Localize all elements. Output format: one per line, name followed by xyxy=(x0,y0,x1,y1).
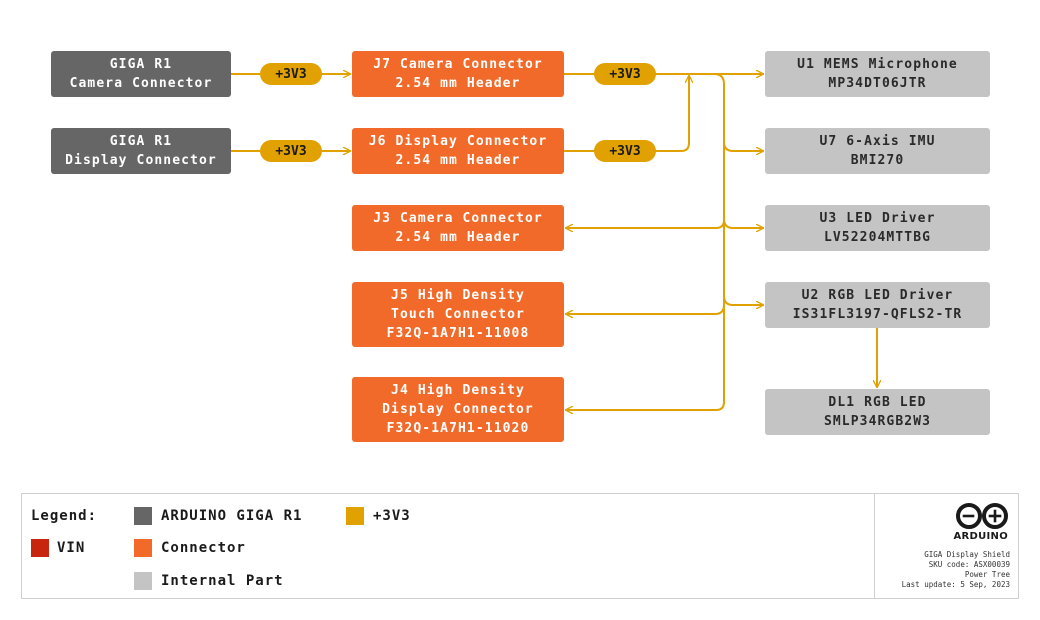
wire-bus-vertical xyxy=(565,73,725,410)
node-label: J4 High Density xyxy=(391,383,525,398)
node-label: J5 High Density xyxy=(391,288,525,303)
wire-bus-to-u3 xyxy=(723,218,764,228)
node-label: DL1 RGB LED xyxy=(828,395,927,410)
wire-bus-to-u2 xyxy=(723,295,764,305)
rail-label-3v3: +3V3 xyxy=(260,63,322,85)
node-j3-camera-connector: J3 Camera Connector 2.54 mm Header xyxy=(352,205,564,251)
sku-code: SKU code: ASX00039 xyxy=(928,560,1010,569)
legend-label-internal: Internal Part xyxy=(161,573,284,589)
rail-label-3v3: +3V3 xyxy=(260,140,322,162)
node-label: GIGA R1 xyxy=(109,57,173,72)
node-label: SMLP34RGB2W3 xyxy=(823,414,932,429)
wire-j6-to-rail xyxy=(563,75,689,152)
node-label: F32Q-1A7H1-11008 xyxy=(386,326,530,341)
rail-label-3v3: +3V3 xyxy=(594,63,656,85)
last-update: Last update: 5 Sep, 2023 xyxy=(901,580,1010,589)
node-label: 2.54 mm Header xyxy=(395,230,521,245)
legend-label-connector: Connector xyxy=(161,540,246,556)
legend-label-3v3: +3V3 xyxy=(373,508,411,524)
node-label: J6 Display Connector xyxy=(368,134,548,149)
node-label: J7 Camera Connector xyxy=(373,57,543,72)
node-label: LV52204MTTBG xyxy=(823,230,932,245)
node-dl1-rgb-led: DL1 RGB LED SMLP34RGB2W3 xyxy=(765,389,990,435)
node-u3-led-driver: U3 LED Driver LV52204MTTBG xyxy=(765,205,990,251)
legend-swatch-internal xyxy=(134,572,152,590)
node-label: Display Connector xyxy=(65,153,217,168)
brand-wordmark: ARDUINO xyxy=(953,531,1008,542)
node-j4-display-connector: J4 High Density Display Connector F32Q-1… xyxy=(352,377,564,442)
node-label: U3 LED Driver xyxy=(819,211,936,226)
wire-bus-to-j3 xyxy=(565,219,725,228)
node-j7-camera-connector: J7 Camera Connector 2.54 mm Header xyxy=(352,51,564,97)
wire-bus-to-j5 xyxy=(565,304,725,314)
node-label: MP34DT06JTR xyxy=(828,76,927,91)
node-j5-touch-connector: J5 High Density Touch Connector F32Q-1A7… xyxy=(352,282,564,347)
legend-title: Legend: xyxy=(31,508,98,524)
document-title: Power Tree xyxy=(964,570,1010,579)
node-label: GIGA R1 xyxy=(109,134,173,149)
node-label: U2 RGB LED Driver xyxy=(801,288,954,303)
node-label: U7 6-Axis IMU xyxy=(819,134,936,149)
node-label: J3 Camera Connector xyxy=(373,211,543,226)
legend-label-giga: ARDUINO GIGA R1 xyxy=(161,508,303,524)
legend-swatch-giga xyxy=(134,507,152,525)
node-label: Display Connector xyxy=(382,402,534,417)
node-label: Camera Connector xyxy=(69,76,213,91)
node-label: BMI270 xyxy=(850,153,905,168)
node-u2-rgb-led-driver: U2 RGB LED Driver IS31FL3197-QFLS2-TR xyxy=(765,282,990,328)
legend-swatch-3v3 xyxy=(346,507,364,525)
node-label: Touch Connector xyxy=(391,307,525,322)
node-label: F32Q-1A7H1-11020 xyxy=(386,421,530,436)
legend-panel xyxy=(21,493,1019,599)
legend-divider xyxy=(874,494,875,598)
node-label: 2.54 mm Header xyxy=(395,76,521,91)
node-u7-imu: U7 6-Axis IMU BMI270 xyxy=(765,128,990,174)
node-label: U1 MEMS Microphone xyxy=(797,57,958,72)
node-giga-display-connector: GIGA R1 Display Connector xyxy=(51,128,231,174)
product-name: GIGA Display Shield xyxy=(924,550,1010,559)
rail-label-3v3: +3V3 xyxy=(594,140,656,162)
node-label: IS31FL3197-QFLS2-TR xyxy=(792,307,963,322)
legend-swatch-connector xyxy=(134,539,152,557)
node-giga-camera-connector: GIGA R1 Camera Connector xyxy=(51,51,231,97)
arduino-infinity-logo-icon xyxy=(956,503,1008,529)
node-j6-display-connector: J6 Display Connector 2.54 mm Header xyxy=(352,128,564,174)
node-u1-mems-microphone: U1 MEMS Microphone MP34DT06JTR xyxy=(765,51,990,97)
legend-label-vin: VIN xyxy=(57,540,86,556)
legend-swatch-vin xyxy=(31,539,49,557)
wire-bus-to-u7 xyxy=(723,141,764,151)
node-label: 2.54 mm Header xyxy=(395,153,521,168)
